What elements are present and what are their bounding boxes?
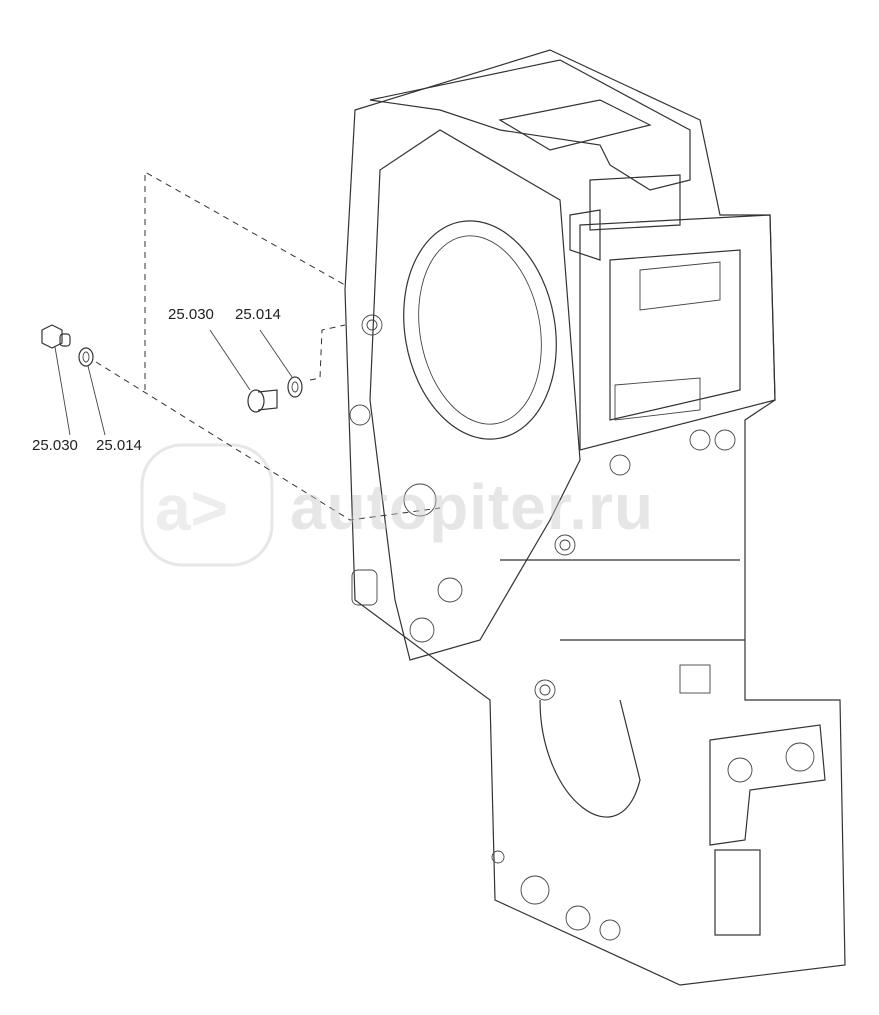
bolt-right-icon	[209, 329, 278, 413]
dashed-assembly-line	[309, 324, 346, 381]
washer-right-icon	[259, 329, 303, 398]
dashed-assembly-line	[95, 361, 441, 521]
housing	[344, 49, 846, 986]
callout-bolt-left: 25.030	[32, 437, 78, 454]
svg-text:a>: a>	[155, 472, 228, 544]
dashed-assembly-line	[144, 171, 346, 390]
autopiter-logo-icon: a>	[140, 443, 274, 567]
washer-left-icon	[78, 347, 106, 436]
callout-washer-right: 25.014	[235, 306, 281, 323]
callout-washer-left: 25.014	[96, 437, 142, 454]
callout-bolt-right: 25.030	[168, 306, 214, 323]
watermark-text: autopiter.ru	[290, 471, 655, 543]
bolt-left-icon	[41, 324, 71, 436]
